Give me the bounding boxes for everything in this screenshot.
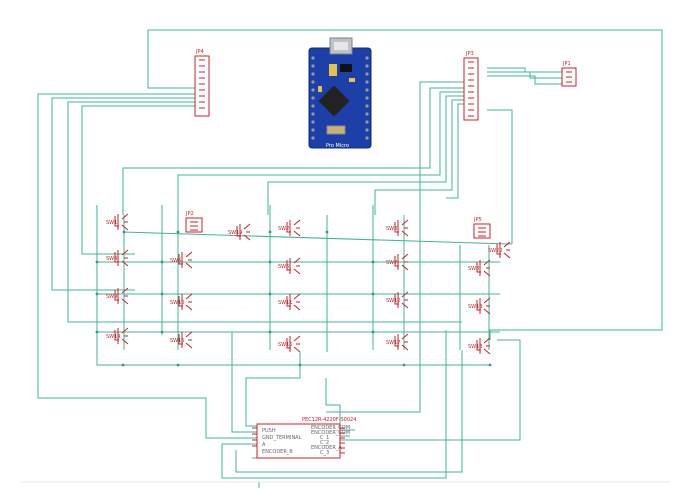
pro-micro-board: Pro Micro [308, 37, 372, 149]
encoder-pin-com2: ENCODER_COM [311, 430, 350, 436]
switch-label: SW10 [170, 300, 184, 306]
connector-jp1[interactable]: JP1 [561, 61, 577, 87]
switch-label: SW2 [278, 226, 289, 232]
switch[interactable]: SW9 [106, 287, 129, 305]
encoder-pin-gnd: GND_TERMINAL [262, 435, 302, 441]
header-jp3-label: JP3 [465, 51, 474, 57]
connector-jp5-label: JP5 [473, 217, 482, 223]
encoder-pin-push: PUSH [262, 428, 276, 434]
switch-label: SW7 [386, 260, 397, 266]
switch[interactable]: SW6 [278, 257, 301, 275]
switch[interactable]: SW7 [386, 253, 409, 271]
header-jp4[interactable]: JP4 [194, 49, 210, 117]
header-jp3[interactable]: JP3 [463, 51, 479, 121]
rotary-encoder[interactable]: PEC12R-4220F-S0024 PUSH GND_TERMINAL A E… [252, 417, 356, 459]
switch[interactable]: SW5 [170, 251, 193, 269]
switch-label: SW8 [468, 266, 479, 272]
connector-jp2[interactable]: JP2 [185, 211, 203, 233]
switch-label: SW18 [468, 344, 482, 350]
switch-label: SW9 [106, 294, 117, 300]
encoder-pin-c1: C_1 [320, 435, 329, 441]
switch[interactable]: SW20 [488, 241, 511, 259]
encoder-pin-enc-a: ENCODER_A [311, 445, 342, 451]
switch-label: SW6 [278, 264, 289, 270]
switch-label: SW12 [386, 298, 400, 304]
connector-jp1-label: JP1 [562, 61, 571, 67]
switch[interactable]: SW18 [468, 337, 491, 355]
switch[interactable]: SW8 [468, 259, 491, 277]
switch[interactable]: SW15 [170, 331, 193, 349]
switch-label: SW19 [228, 230, 242, 236]
header-jp4-label: JP4 [195, 49, 204, 55]
switch-label: SW11 [278, 300, 292, 306]
switch[interactable]: SW12 [386, 291, 409, 309]
switch[interactable]: SW16 [278, 335, 301, 353]
switch[interactable]: SW1 [106, 213, 129, 231]
encoder-pin-c2: C_2 [320, 440, 329, 446]
connector-jp5[interactable]: JP5 [473, 217, 491, 239]
connector-jp2-label: JP2 [185, 211, 194, 217]
switch[interactable]: SW17 [386, 333, 409, 351]
switch-label: SW13 [468, 304, 482, 310]
switch[interactable]: SW10 [170, 293, 193, 311]
encoder-part-label: PEC12R-4220F-S0024 [302, 417, 356, 423]
switch-label: SW5 [170, 258, 181, 264]
encoder-pin-a: A [262, 442, 266, 448]
switch[interactable]: SW2 [278, 219, 301, 237]
switch[interactable]: SW14 [106, 327, 129, 345]
switch-label: SW4 [106, 256, 117, 262]
switch-label: SW17 [386, 340, 400, 346]
switch[interactable]: SW3 [386, 219, 409, 237]
switch-label: SW20 [488, 248, 502, 254]
switch-label: SW3 [386, 226, 397, 232]
switch-label: SW1 [106, 220, 117, 226]
switch-label: SW16 [278, 342, 292, 348]
switch[interactable]: SW4 [106, 249, 129, 267]
junction-nodes [95, 230, 492, 367]
switch[interactable]: SW11 [278, 293, 301, 311]
encoder-pin-b: ENCODER_B [262, 449, 293, 455]
board-label: Pro Micro [326, 143, 349, 149]
encoder-pin-c3: C_3 [320, 450, 329, 456]
switch-label: SW14 [106, 334, 120, 340]
switch[interactable]: SW13 [468, 297, 491, 315]
switch[interactable]: SW19 [228, 223, 251, 241]
encoder-pin-com1: ENCODER_COM [311, 425, 350, 431]
switch-label: SW15 [170, 338, 184, 344]
